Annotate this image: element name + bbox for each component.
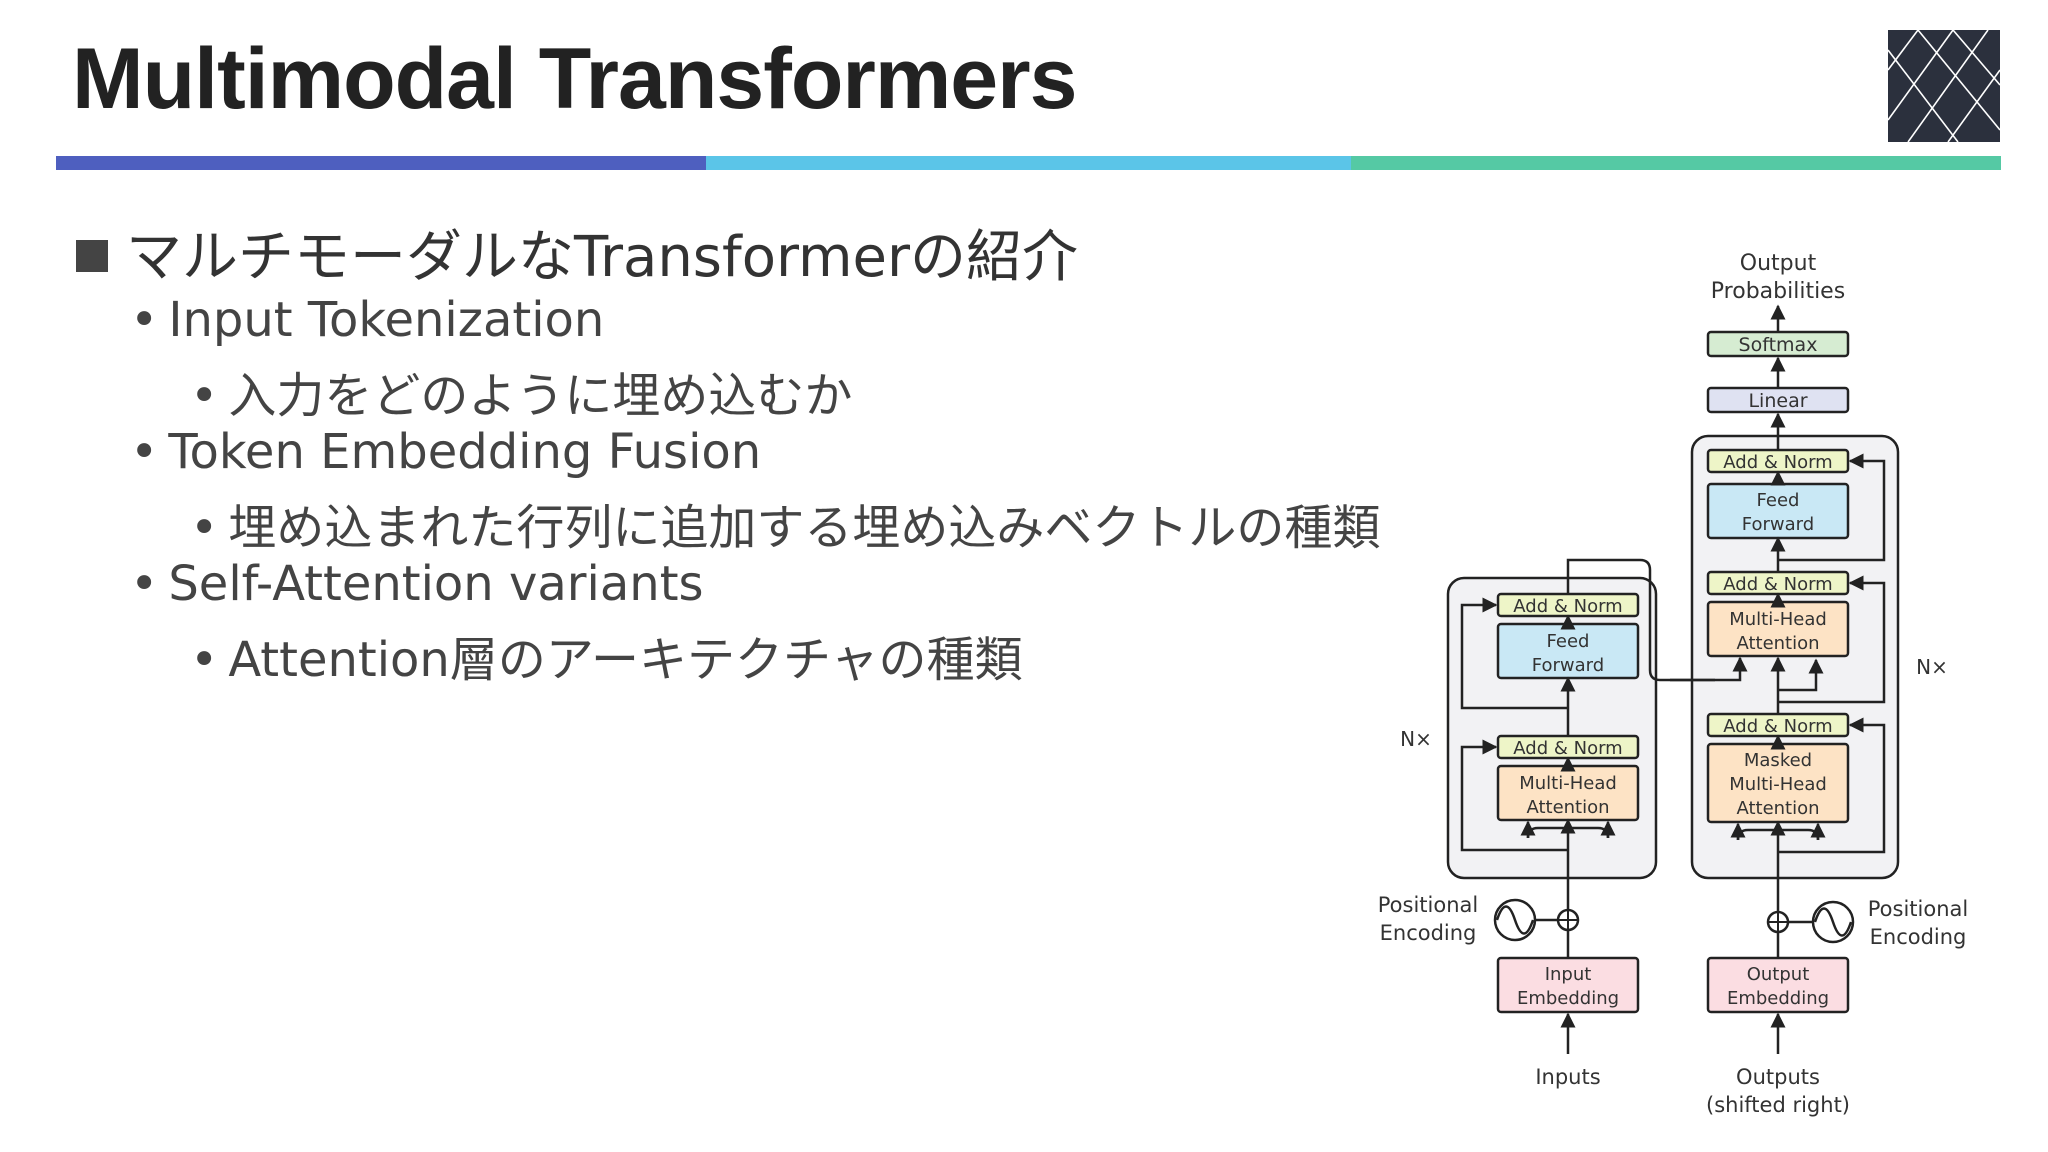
positional-encoding-left-1: Positional bbox=[1378, 893, 1478, 917]
slide-title: Multimodal Transformers bbox=[72, 31, 1077, 127]
bullet-heading: マルチモーダルなTransformerの紹介 bbox=[76, 212, 1078, 293]
feed-forward-label-2: Forward bbox=[1532, 655, 1604, 676]
outputs-label-2: (shifted right) bbox=[1706, 1093, 1850, 1117]
bullet-dot-icon: • bbox=[190, 500, 219, 556]
geometric-lines-logo bbox=[1888, 30, 2000, 142]
accent-bar-cyan bbox=[706, 156, 1351, 170]
bullet-item: •Self-Attention variants bbox=[130, 556, 704, 612]
add-norm-label: Add & Norm bbox=[1513, 596, 1622, 617]
bullet-heading-text: マルチモーダルなTransformerの紹介 bbox=[126, 225, 1079, 290]
transformer-architecture-diagram: Output Probabilities Softmax Linear Add … bbox=[1378, 251, 1968, 1117]
softmax-label: Softmax bbox=[1739, 334, 1818, 356]
accent-bar-green bbox=[1351, 156, 2001, 170]
positional-encoding-left-2: Encoding bbox=[1380, 921, 1477, 945]
feed-forward-label-1: Feed bbox=[1547, 631, 1590, 652]
bullet-item: •Input Tokenization bbox=[130, 292, 604, 348]
add-norm-label: Add & Norm bbox=[1513, 738, 1622, 759]
multi-head-label-1: Multi-Head bbox=[1729, 609, 1827, 630]
bullet-dot-icon: • bbox=[130, 556, 159, 612]
sub-bullet-text: Attention層のアーキテクチャの種類 bbox=[228, 632, 1023, 688]
add-norm-label: Add & Norm bbox=[1723, 574, 1832, 595]
positional-encoding-right-2: Encoding bbox=[1870, 925, 1967, 949]
sub-bullet-text: 入力をどのように埋め込むか bbox=[228, 368, 853, 424]
sub-bullet-item: •入力をどのように埋め込むか bbox=[190, 356, 852, 426]
multi-head-label-2: Attention bbox=[1526, 797, 1609, 818]
add-norm-label: Add & Norm bbox=[1723, 452, 1832, 473]
bullet-dot-icon: • bbox=[130, 292, 159, 348]
bullet-dot-icon: • bbox=[130, 424, 159, 480]
multi-head-label-2: Attention bbox=[1736, 633, 1819, 654]
positional-encoding-right-1: Positional bbox=[1868, 897, 1968, 921]
inputs-label: Inputs bbox=[1535, 1065, 1600, 1089]
decoder-nx-label: N× bbox=[1916, 655, 1948, 679]
bullet-dot-icon: • bbox=[190, 632, 219, 688]
sine-wave-icon bbox=[1493, 898, 1537, 942]
input-embedding-label-1: Input bbox=[1545, 964, 1592, 985]
output-probabilities-label-1: Output bbox=[1740, 251, 1817, 276]
bullet-dot-icon: • bbox=[190, 368, 219, 424]
masked-label-2: Multi-Head bbox=[1729, 774, 1827, 795]
sub-bullet-text: 埋め込まれた行列に追加する埋め込みベクトルの種類 bbox=[228, 500, 1381, 556]
sub-bullet-item: •埋め込まれた行列に追加する埋め込みベクトルの種類 bbox=[190, 488, 1380, 558]
sub-bullet-item: •Attention層のアーキテクチャの種類 bbox=[190, 620, 1023, 690]
bullet-item-label: Self-Attention variants bbox=[168, 556, 704, 612]
linear-label: Linear bbox=[1748, 390, 1807, 412]
diagram-connections bbox=[1460, 304, 1886, 1054]
square-bullet-icon bbox=[76, 240, 108, 272]
feed-forward-label-1: Feed bbox=[1757, 490, 1800, 511]
input-embedding-label-2: Embedding bbox=[1517, 988, 1619, 1009]
add-circle-icon bbox=[1766, 910, 1790, 934]
output-embedding-label-1: Output bbox=[1747, 964, 1810, 985]
add-circle-icon bbox=[1556, 908, 1580, 932]
bullet-item-label: Input Tokenization bbox=[168, 292, 605, 348]
output-embedding-label-2: Embedding bbox=[1727, 988, 1829, 1009]
add-norm-label: Add & Norm bbox=[1723, 716, 1832, 737]
sine-wave-icon bbox=[1811, 900, 1855, 944]
outputs-label-1: Outputs bbox=[1736, 1065, 1820, 1089]
accent-bar-blue bbox=[56, 156, 706, 170]
masked-label-1: Masked bbox=[1744, 750, 1812, 771]
bullet-item-label: Token Embedding Fusion bbox=[168, 424, 762, 480]
bullet-item: •Token Embedding Fusion bbox=[130, 424, 761, 480]
multi-head-label-1: Multi-Head bbox=[1519, 773, 1617, 794]
encoder-nx-label: N× bbox=[1400, 727, 1432, 751]
output-probabilities-label-2: Probabilities bbox=[1711, 279, 1845, 304]
feed-forward-label-2: Forward bbox=[1742, 514, 1814, 535]
masked-label-3: Attention bbox=[1736, 798, 1819, 819]
